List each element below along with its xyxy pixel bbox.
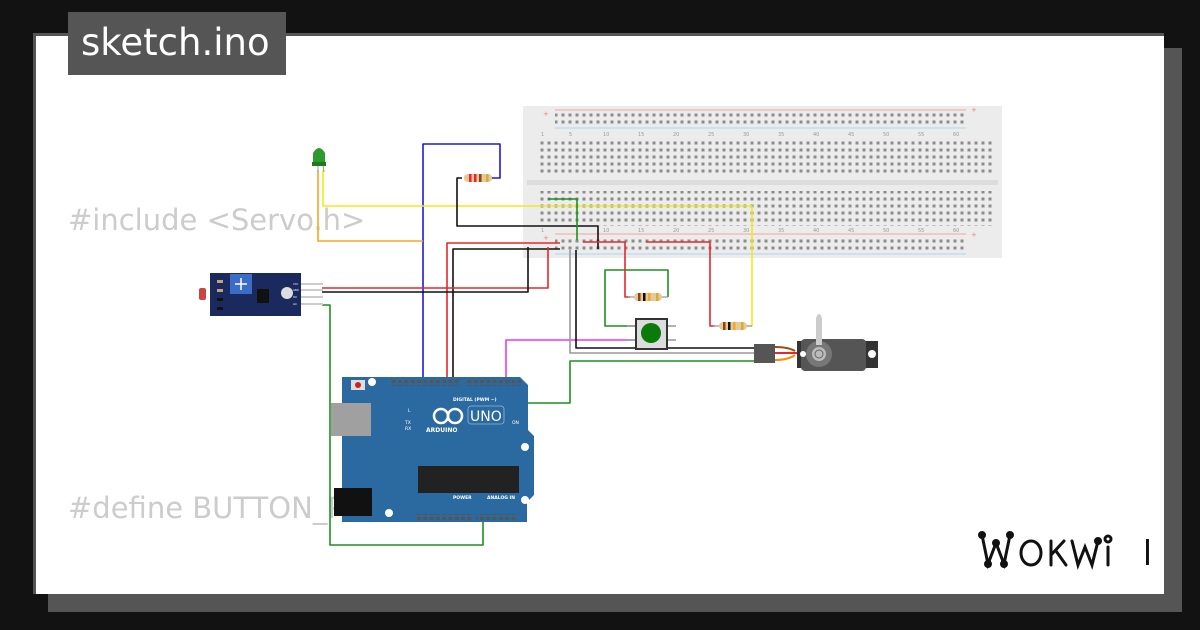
wire-orange-led <box>317 170 423 242</box>
breadboard-col-label: 25 <box>708 228 714 234</box>
wire-black-resistor <box>456 177 599 249</box>
wire-red-sensor-vcc <box>322 247 549 289</box>
file-title-tab: sketch.ino <box>68 12 286 75</box>
wokwi-logo: WOKWI <box>978 531 1151 574</box>
breadboard-col-label: 55 <box>918 132 924 138</box>
led-label-rx: RX <box>405 426 411 432</box>
resistor-2[interactable] <box>628 293 668 301</box>
breadboard-col-label: 60 <box>953 228 959 234</box>
wires <box>317 143 760 546</box>
led-label-l: L <box>408 408 411 414</box>
analog-label: ANALOG IN <box>487 495 515 501</box>
resistor-1[interactable] <box>464 174 492 182</box>
wire-red-resistor2 <box>646 241 715 327</box>
breadboard-col-label: 10 <box>603 132 609 138</box>
breadboard-col-label: 30 <box>743 228 749 234</box>
servo-motor[interactable] <box>754 314 878 371</box>
sensor-pin-label: AO <box>293 302 297 306</box>
led-green[interactable] <box>312 148 326 173</box>
wire-green-bb <box>548 198 578 240</box>
breadboard-col-label: 40 <box>813 132 819 138</box>
wire-green-button <box>604 269 669 327</box>
breadboard-col-label: 10 <box>603 228 609 234</box>
rail-plus-label: + <box>971 231 977 239</box>
wire-black-servo <box>575 250 760 349</box>
breadboard-col-label: 20 <box>673 228 679 234</box>
wire-green-sensor-ao <box>322 304 484 546</box>
rail-plus-label: + <box>543 234 549 242</box>
sensor-pin-label: VCC <box>293 282 298 286</box>
led-label-tx: TX <box>404 420 411 426</box>
board-brand-label: ARDUINO <box>426 427 457 434</box>
wire-magenta <box>505 339 635 380</box>
wire-black-sensor-gnd <box>322 247 529 293</box>
breadboard-col-label: 50 <box>883 228 889 234</box>
breadboard-col-label: 50 <box>883 132 889 138</box>
breadboard-col-label: 40 <box>813 228 819 234</box>
power-label: POWER <box>453 495 472 501</box>
digital-header-label: DIGITAL (PWM ~) <box>453 397 497 403</box>
breadboard-col-label: 35 <box>778 132 784 138</box>
wire-gray-servo <box>569 250 760 354</box>
breadboard-col-label: 45 <box>848 132 854 138</box>
breadboard-col-label: 20 <box>673 132 679 138</box>
rail-plus-label: + <box>971 106 977 114</box>
breadboard-col-label: 60 <box>953 132 959 138</box>
board-model-label: UNO <box>470 409 502 425</box>
breadboard-col-label: 35 <box>778 228 784 234</box>
rail-plus-label: + <box>543 110 549 118</box>
wire-green-servo <box>527 360 760 404</box>
sensor-pin-label: DO <box>293 295 297 299</box>
breadboard-col-label: 1 <box>541 228 544 234</box>
breadboard-col-label: 15 <box>638 132 644 138</box>
breadboard[interactable]: 1 5 10 15 20 25 30 35 40 45 50 55 60 1 1… <box>523 106 1002 258</box>
pushbutton[interactable] <box>627 318 676 350</box>
breadboard-col-label: 1 <box>541 132 544 138</box>
breadboard-col-label: 45 <box>848 228 854 234</box>
arduino-uno[interactable]: UNO ARDUINO DIGITAL (PWM ~) POWER ANALOG… <box>331 377 534 522</box>
breadboard-col-label: 5 <box>569 132 572 138</box>
code-line: #include <Servo.h> <box>68 203 366 237</box>
sensor-pin-label: GND <box>293 288 299 292</box>
on-label: ON <box>512 420 519 426</box>
breadboard-col-label: 55 <box>918 228 924 234</box>
photoresistor-module[interactable]: VCC GND DO AO <box>199 273 323 316</box>
breadboard-col-label: 30 <box>743 132 749 138</box>
breadboard-col-label: 15 <box>638 228 644 234</box>
breadboard-col-label: 25 <box>708 132 714 138</box>
wire-blue <box>422 143 501 380</box>
resistor-3[interactable] <box>713 322 752 330</box>
